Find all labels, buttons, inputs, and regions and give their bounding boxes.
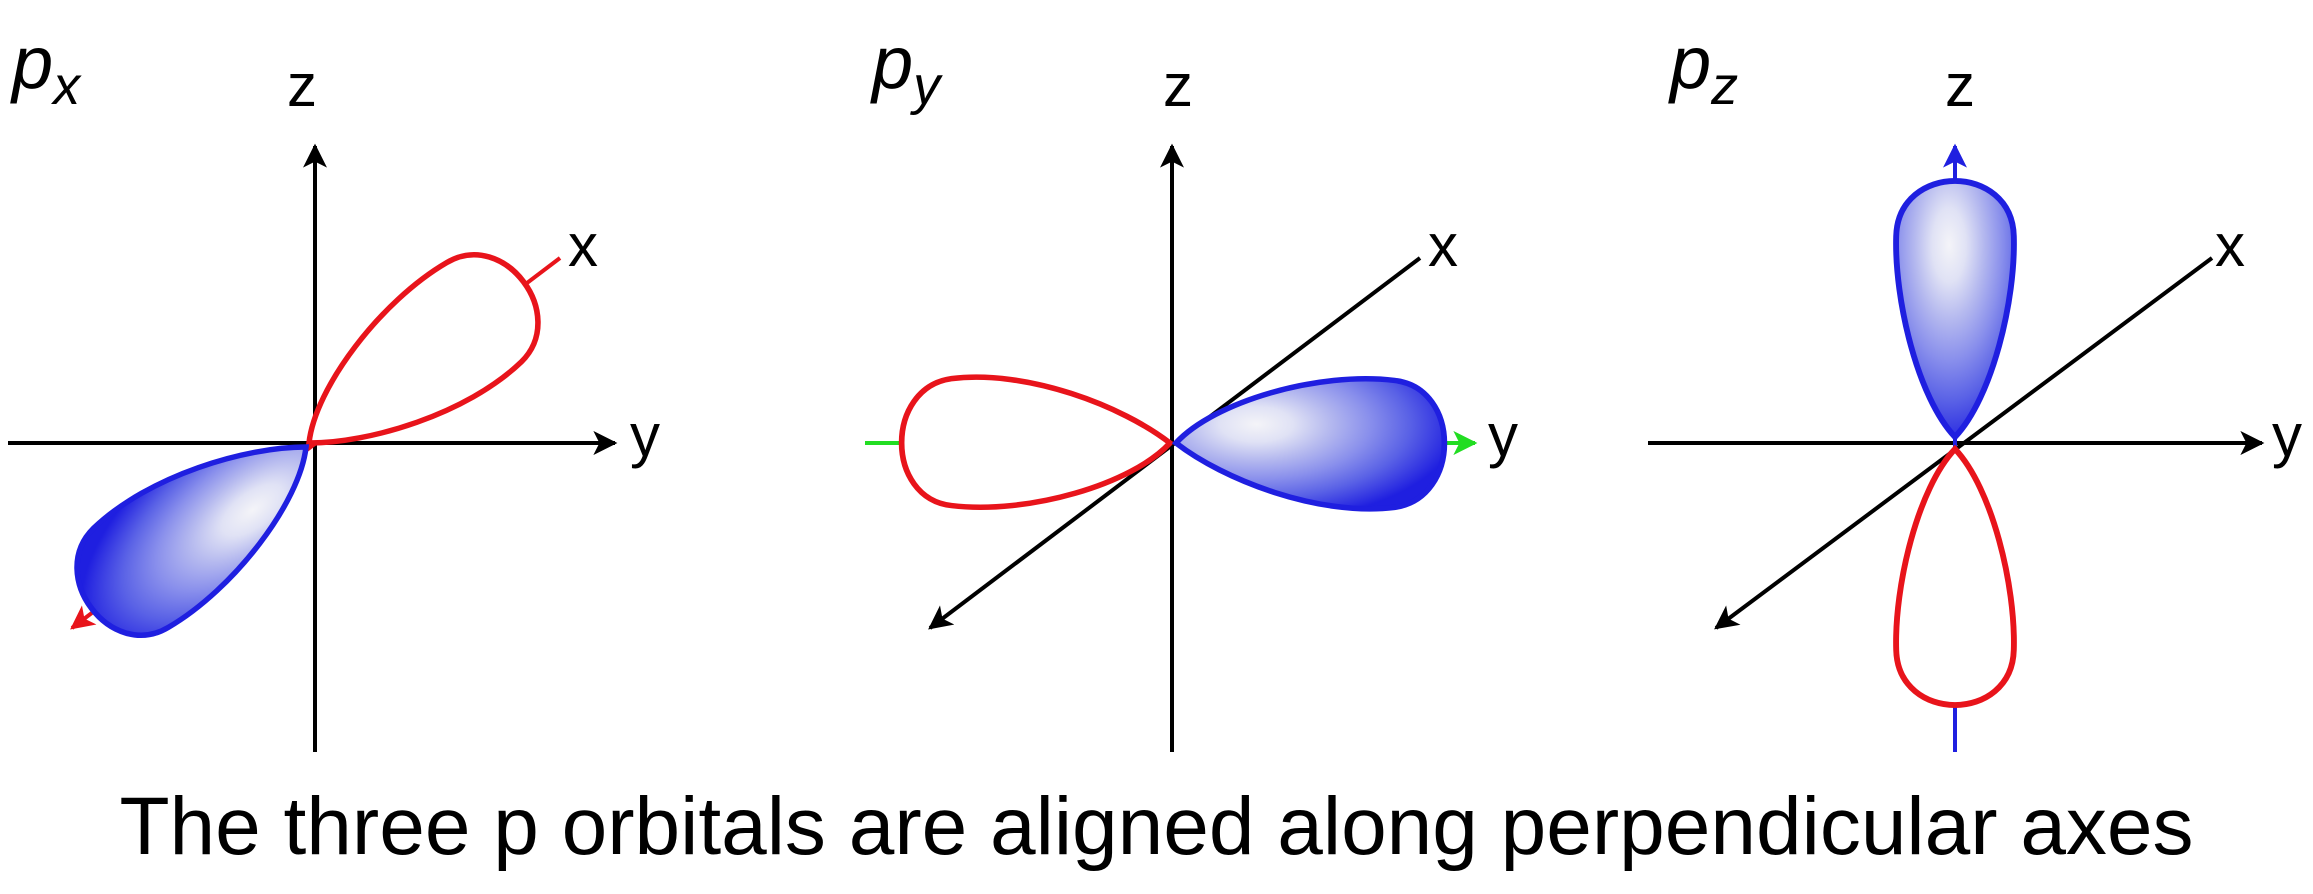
axis-label-x: x <box>1428 212 1458 279</box>
axis-label-z: z <box>287 52 317 119</box>
axis-label-z: z <box>1945 52 1975 119</box>
axis-label-x: x <box>568 212 598 279</box>
orbital-lobe-negative <box>53 396 344 659</box>
axis-label-z: z <box>1163 52 1193 119</box>
orbital-label-py: py <box>870 21 943 116</box>
diagram-caption: The three p orbitals are aligned along p… <box>119 781 2194 872</box>
axis-label-y: y <box>1488 402 1518 469</box>
orbital-lobe-positive <box>1896 181 2014 437</box>
axis-label-x: x <box>2215 212 2245 279</box>
orbital-lobe-positive <box>1176 379 1444 509</box>
orbital-lobe-negative <box>1896 449 2014 705</box>
panel-py: py z x y <box>865 21 1518 752</box>
orbital-lobe-negative <box>902 377 1170 507</box>
panel-px: px z x y <box>8 21 660 752</box>
panel-pz: pz z x y <box>1648 21 2302 752</box>
orbital-label-px: px <box>10 21 82 116</box>
axis-label-y: y <box>630 402 660 469</box>
orbital-label-pz: pz <box>1668 21 1738 116</box>
axis-x <box>1714 256 2214 630</box>
axis-label-y: y <box>2272 402 2302 469</box>
